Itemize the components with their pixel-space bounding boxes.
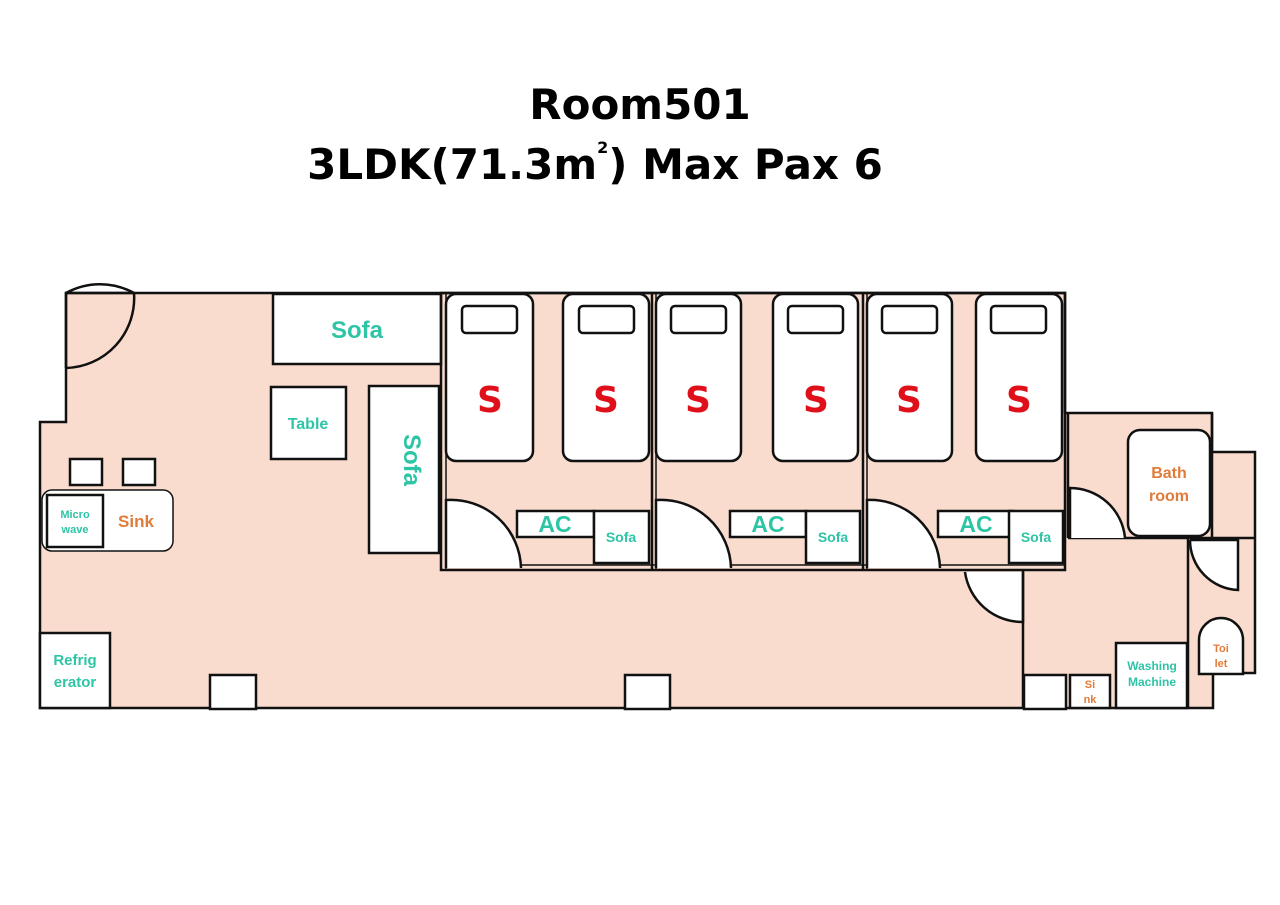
bed-3-mark: S (685, 380, 711, 421)
bathroom-door (1068, 486, 1127, 539)
bed-5 (865, 292, 954, 463)
sofa-bedroom-1-label: Sofa (606, 529, 637, 545)
ac-unit-1-label: AC (538, 511, 571, 537)
washing-machine (1114, 641, 1189, 710)
microwave-label-2: wave (61, 524, 89, 536)
bed-4-mark: S (803, 380, 829, 421)
stove-right (121, 457, 157, 487)
wash-basin-label-1: Si (1085, 679, 1095, 691)
hallway-door (963, 571, 1025, 624)
bed-2-mark: S (593, 380, 619, 421)
toilet-door (1188, 538, 1240, 592)
bedroom-1-door (444, 498, 523, 569)
wall-column-right (1022, 673, 1068, 711)
bed-5-mark: S (896, 380, 922, 421)
room-spec-suffix: ) Max Pax 6 (608, 140, 883, 189)
wash-basin-label-2: nk (1084, 694, 1098, 706)
ac-unit-2-label: AC (751, 511, 784, 537)
washing-machine-label-1: Washing (1127, 659, 1177, 673)
stove-left (68, 457, 104, 487)
kitchen-sink-label: Sink (118, 512, 154, 531)
toilet (1197, 616, 1245, 676)
toilet-label-2: let (1215, 658, 1228, 670)
bathroom-label-1: Bath (1151, 465, 1187, 482)
bathroom-label-2: room (1149, 488, 1189, 505)
sofa-living-side (367, 384, 441, 555)
bed-1-mark: S (477, 380, 503, 421)
sofa-living-top-label: Sofa (331, 317, 384, 344)
table (269, 385, 348, 461)
toilet-label-1: Toi (1213, 643, 1229, 655)
sofa-bedroom-2 (804, 509, 862, 565)
bathroom (1126, 428, 1212, 538)
ac-unit-1 (515, 509, 596, 539)
bed-4 (771, 292, 860, 463)
bedroom-block (439, 291, 1067, 572)
refrigerator-label-2: erator (54, 674, 97, 691)
table-label: Table (288, 416, 329, 433)
bedroom-2-door (654, 498, 733, 569)
microwave-label-1: Micro (60, 509, 90, 521)
sofa-bedroom-3 (1007, 509, 1065, 565)
room-spec: 3LDK(71.3m2) Max Pax 6 (0, 138, 1235, 189)
bed-3 (654, 292, 743, 463)
wall-column-left (208, 673, 258, 711)
sofa-bedroom-3-label: Sofa (1021, 529, 1052, 545)
bed-6 (974, 292, 1064, 463)
room-spec-prefix: 3LDK(71.3m (307, 140, 598, 189)
sofa-bedroom-2-label: Sofa (818, 529, 849, 545)
bedroom-3-door (865, 498, 942, 569)
bed-2 (561, 292, 651, 463)
ac-unit-3-label: AC (959, 511, 992, 537)
refrigerator (38, 631, 112, 710)
room-title: Room501 (529, 80, 751, 129)
sofa-bedroom-1 (592, 509, 651, 565)
washing-machine-label-2: Machine (1128, 675, 1176, 689)
wall-column-center (623, 673, 672, 711)
bed-1 (444, 292, 535, 463)
microwave (45, 493, 105, 549)
square-meter-superscript: 2 (597, 138, 609, 157)
bed-6-mark: S (1006, 380, 1032, 421)
entrance-door (64, 283, 136, 370)
wash-basin (1068, 673, 1112, 710)
sofa-living-side-label: Sofa (398, 434, 425, 487)
refrigerator-label-1: Refrig (53, 652, 96, 669)
